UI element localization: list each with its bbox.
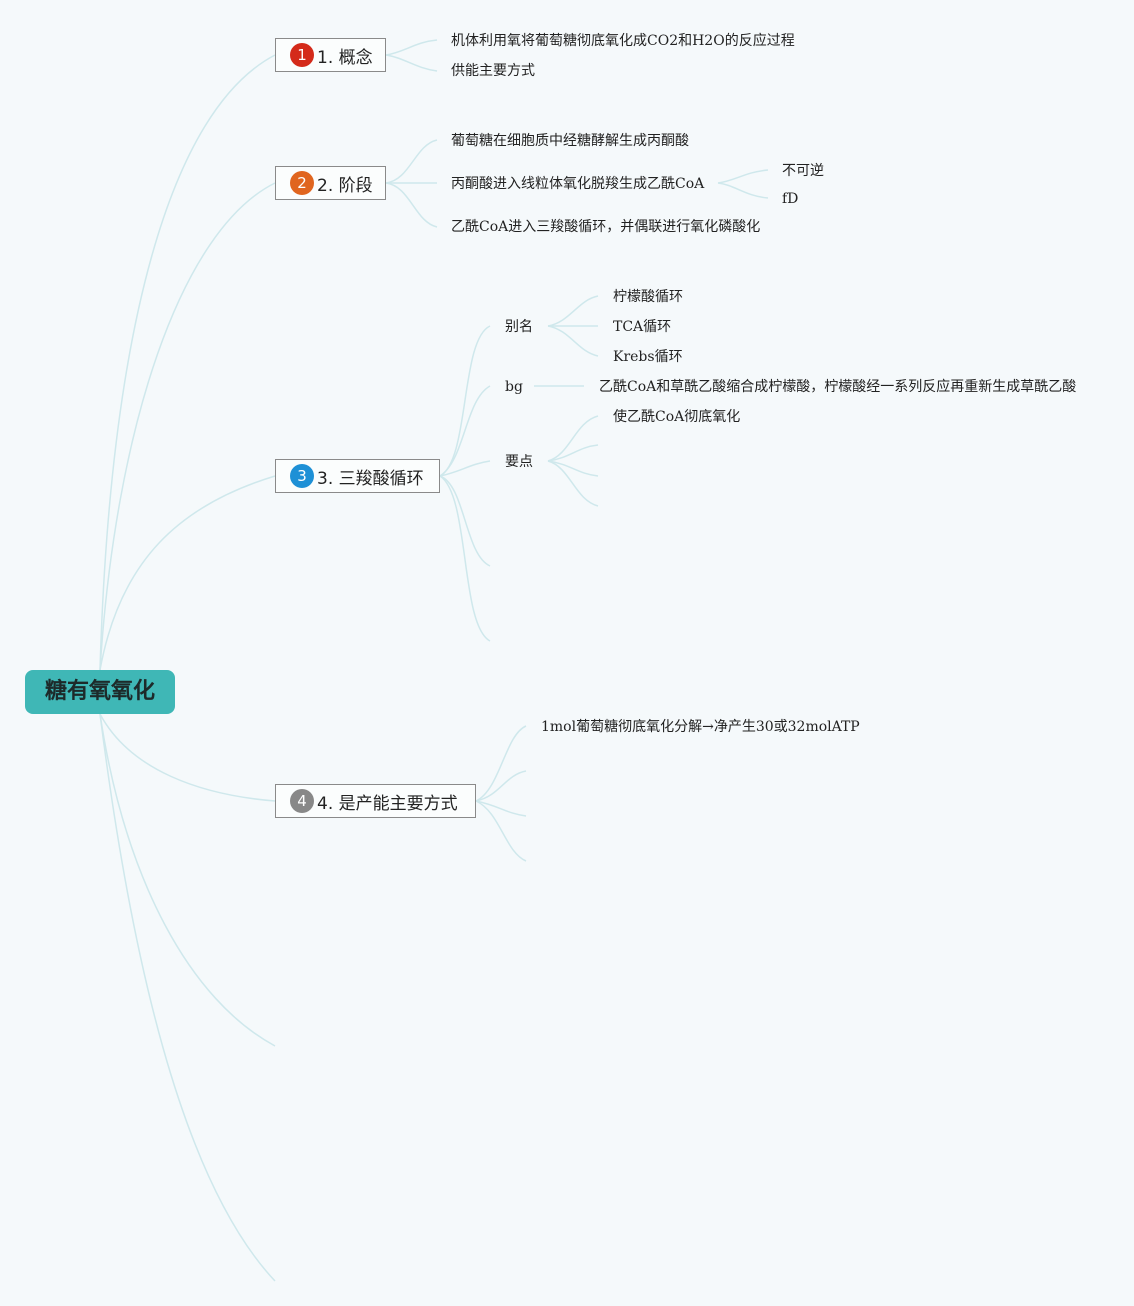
link-b3-alias	[439, 325, 491, 477]
stage-glycolysis[interactable]: 葡萄糖在细胞质中经糖酵解生成丙酮酸	[451, 133, 689, 149]
branch-label: 3. 三羧酸循环	[317, 468, 424, 489]
link-key-1	[547, 415, 599, 462]
alias-tca-cycle[interactable]: TCA循环	[613, 319, 672, 335]
link-alias-1	[547, 295, 599, 327]
branch-label: 1. 概念	[317, 47, 373, 68]
alias-krebs-cycle[interactable]: Krebs循环	[613, 349, 683, 365]
link-b4-e1	[475, 770, 527, 802]
link-b2-c1	[385, 139, 438, 184]
link-key-3	[547, 460, 599, 477]
link-key-2	[547, 444, 599, 462]
link-key-4	[547, 460, 599, 507]
branch-label: 2. 阶段	[317, 175, 373, 196]
link-b4-e2	[475, 800, 527, 817]
link-root-e1	[99, 713, 276, 1047]
link-root-b1	[99, 54, 276, 671]
root-topic[interactable]: 糖有氧氧化	[25, 670, 175, 714]
stage-irreversible[interactable]: 不可逆	[782, 163, 824, 179]
link-b4-c1	[475, 725, 527, 802]
number-3-badge: 3	[290, 464, 314, 488]
branch-concept[interactable]: 1 1. 概念	[275, 38, 386, 72]
link-b2c2-s2	[717, 182, 769, 199]
stage-fd[interactable]: fD	[782, 191, 799, 207]
link-b4-e3	[475, 800, 527, 862]
branch-energy-production[interactable]: 4 4. 是产能主要方式	[275, 784, 476, 818]
link-b3-key	[439, 460, 491, 477]
number-2-badge: 2	[290, 171, 314, 195]
link-b3-bg	[439, 385, 491, 477]
atp-yield[interactable]: 1mol葡萄糖彻底氧化分解→净产生30或32molATP	[541, 719, 860, 735]
bg-description[interactable]: 乙酰CoA和草酰乙酸缩合成柠檬酸，柠檬酸经一系列反应再重新生成草酰乙酸	[599, 379, 1077, 395]
link-root-b2	[99, 182, 276, 671]
concept-main-energy[interactable]: 供能主要方式	[451, 63, 535, 79]
stage-tca[interactable]: 乙酰CoA进入三羧酸循环，并偶联进行氧化磷酸化	[451, 219, 761, 235]
tca-key-points[interactable]: 要点	[505, 454, 533, 470]
number-1-badge: 1	[290, 43, 314, 67]
alias-citric-acid-cycle[interactable]: 柠檬酸循环	[613, 289, 683, 305]
link-root-b3	[99, 475, 276, 671]
link-b3-e1	[439, 475, 491, 567]
tca-bg[interactable]: bg	[505, 379, 523, 395]
link-b3-e2	[439, 475, 491, 642]
concept-definition[interactable]: 机体利用氧将葡萄糖彻底氧化成CO2和H2O的反应过程	[451, 33, 795, 49]
link-root-e2	[99, 713, 276, 1282]
link-b2-c3	[385, 182, 438, 228]
branch-tca-cycle[interactable]: 3 3. 三羧酸循环	[275, 459, 440, 493]
link-root-b4	[99, 713, 276, 802]
link-b1-c2	[385, 54, 438, 72]
number-4-badge: 4	[290, 789, 314, 813]
tca-alias[interactable]: 别名	[505, 319, 533, 335]
stage-pyruvate-oxidation[interactable]: 丙酮酸进入线粒体氧化脱羧生成乙酰CoA	[451, 176, 705, 192]
link-b2c2-s1	[717, 169, 769, 184]
branch-label: 4. 是产能主要方式	[317, 793, 458, 814]
link-b1-c1	[385, 39, 438, 56]
branch-stages[interactable]: 2 2. 阶段	[275, 166, 386, 200]
link-alias-3	[547, 325, 599, 357]
key-point-complete-oxidation[interactable]: 使乙酰CoA彻底氧化	[613, 409, 741, 425]
